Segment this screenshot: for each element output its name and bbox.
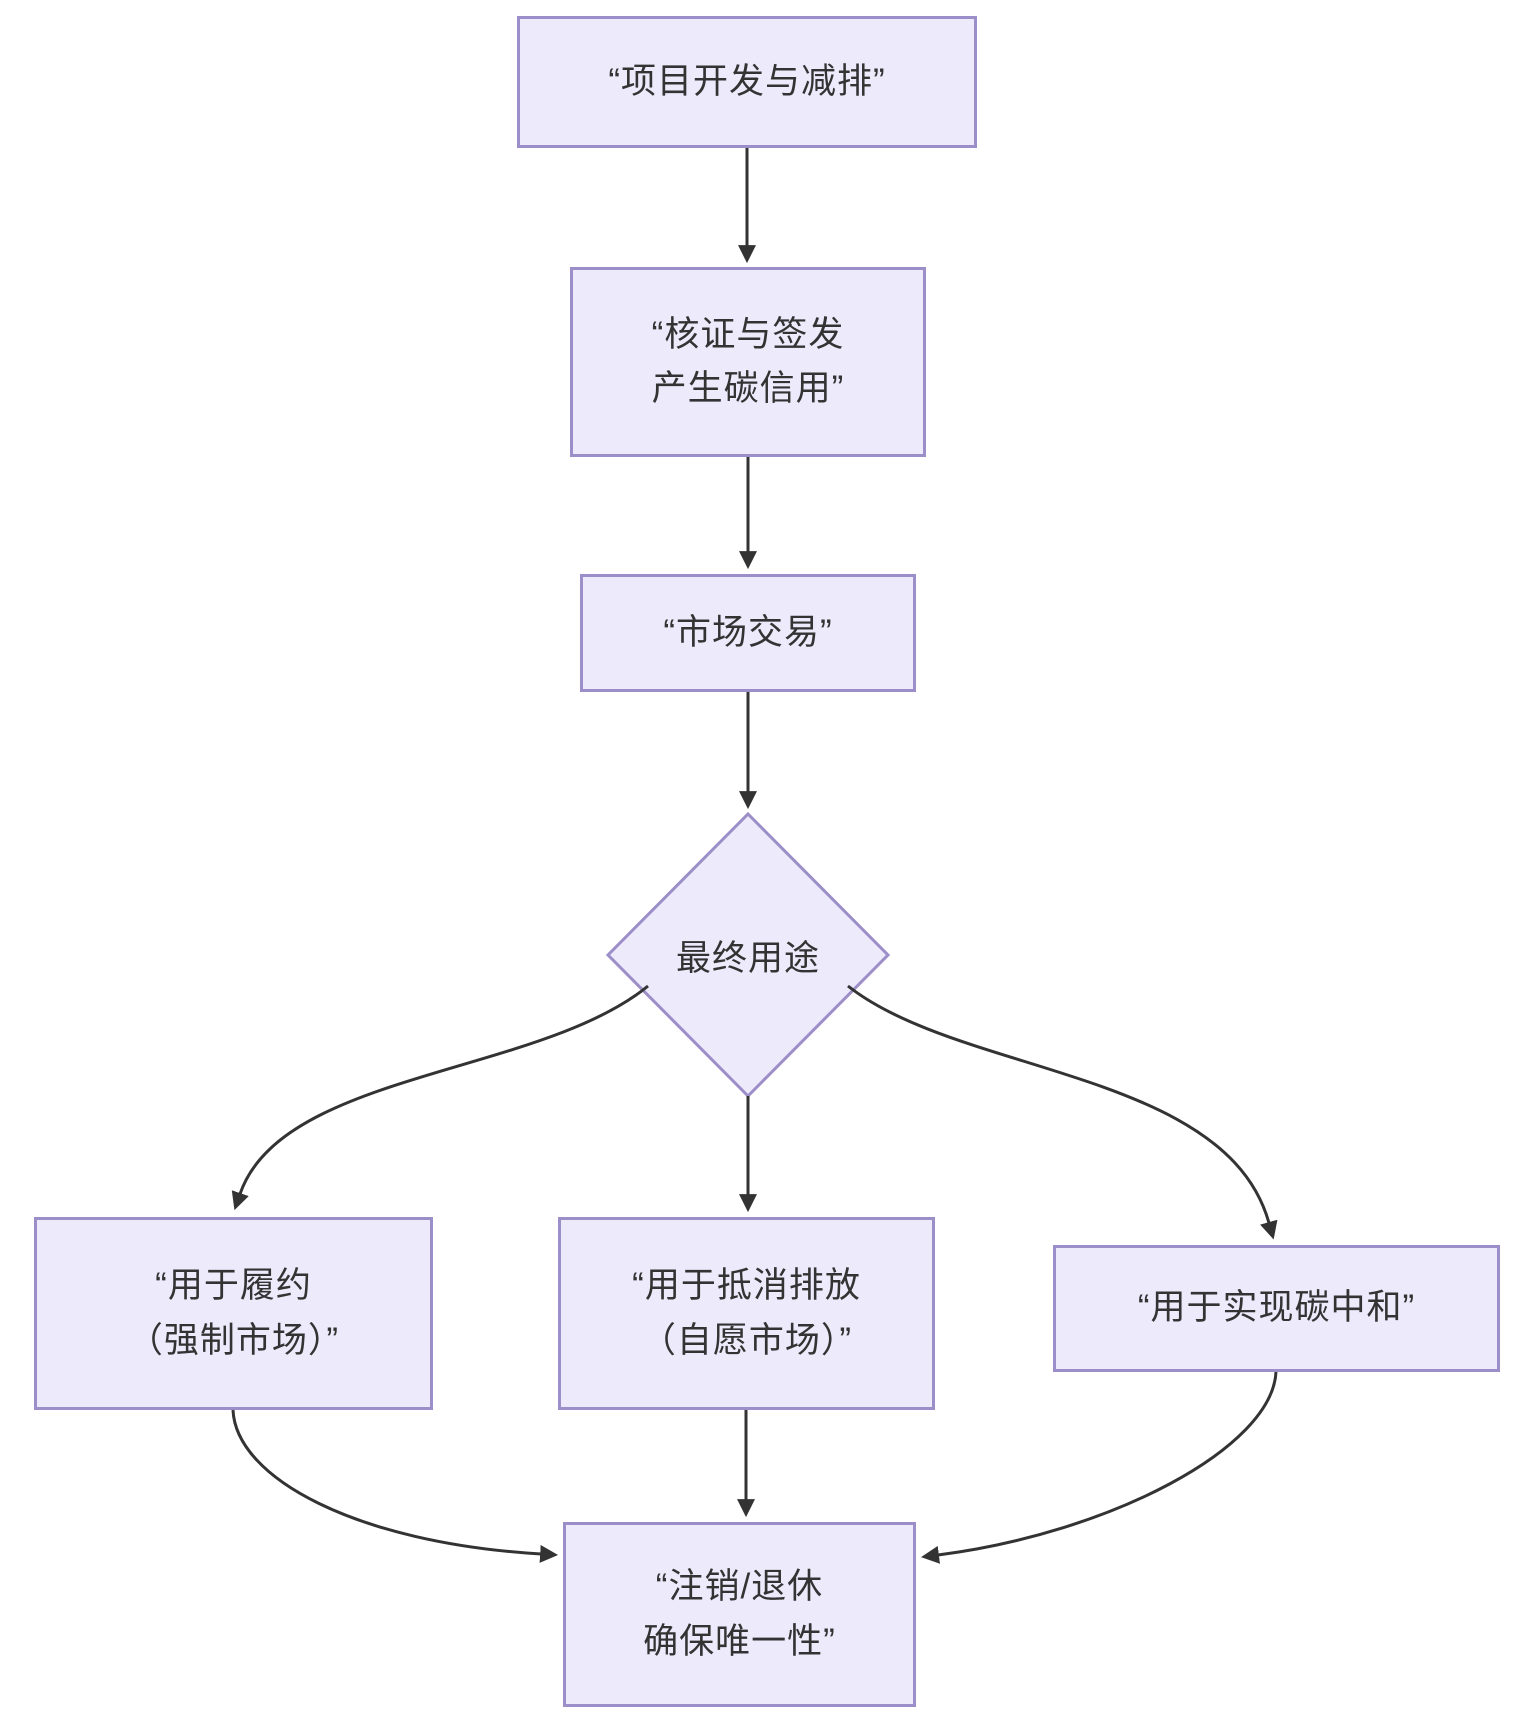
node-compliance-market: “用于履约 （强制市场）” (34, 1217, 433, 1410)
node-verification-issuance: “核证与签发 产生碳信用” (570, 267, 926, 457)
node-market-trading: “市场交易” (580, 574, 916, 692)
node-cancel-retire: “注销/退休 确保唯一性” (563, 1522, 916, 1707)
node-carbon-neutrality: “用于实现碳中和” (1053, 1245, 1500, 1372)
edge-decision-to-neutrality (847, 984, 1278, 1240)
node-voluntary-offset: “用于抵消排放 （自愿市场）” (558, 1217, 935, 1410)
node-project-development: “项目开发与减排” (517, 16, 977, 148)
edge-decision-to-compliance (231, 984, 649, 1211)
edge-neutrality-to-retire (921, 1371, 1278, 1564)
edge-compliance-to-retire (231, 1409, 559, 1563)
node-final-use-decision: 最终用途 (675, 938, 820, 978)
